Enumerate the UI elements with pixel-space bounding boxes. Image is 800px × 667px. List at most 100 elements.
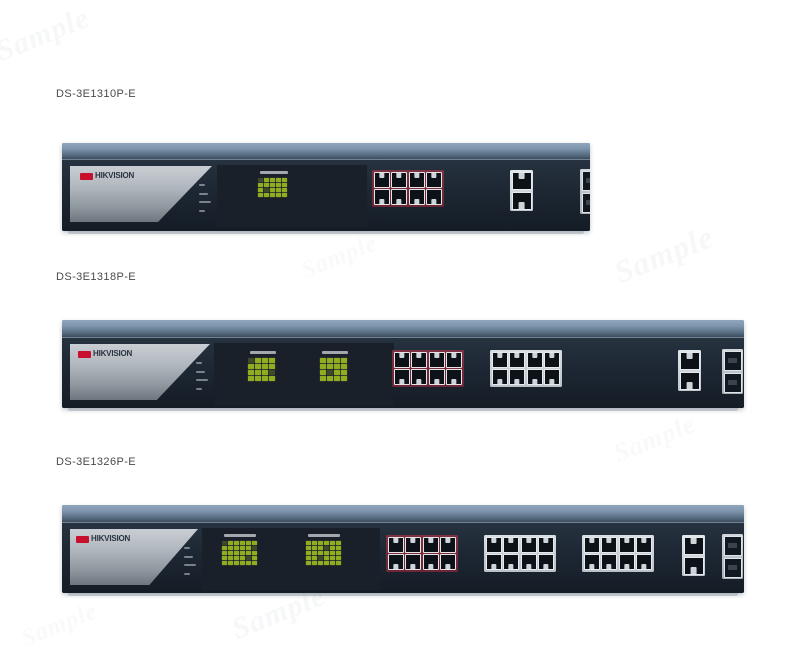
rj45-port[interactable] xyxy=(503,554,519,570)
rj45-port[interactable] xyxy=(411,369,427,385)
uplink-port-group[interactable] xyxy=(510,170,533,211)
led-indicator xyxy=(336,541,341,545)
rj45-port[interactable] xyxy=(538,554,554,570)
rj45-port[interactable] xyxy=(405,554,421,570)
rj45-port[interactable] xyxy=(426,189,442,205)
port-row-lower xyxy=(583,554,652,570)
poe-port-group-1[interactable] xyxy=(392,350,464,387)
sfp-slot[interactable] xyxy=(723,372,742,393)
led-indicator xyxy=(336,561,341,565)
led-indicator xyxy=(240,546,245,550)
rj45-port[interactable] xyxy=(428,369,445,385)
rj45-port-group-3[interactable] xyxy=(582,535,654,572)
rj45-port[interactable] xyxy=(391,189,407,205)
poe-port-group-1[interactable] xyxy=(386,535,458,572)
rj45-port[interactable] xyxy=(618,536,635,553)
rj45-port[interactable] xyxy=(491,369,508,385)
led-indicator xyxy=(240,561,245,565)
rj45-port[interactable] xyxy=(636,536,652,553)
rj45-port[interactable] xyxy=(503,536,519,553)
led-indicator xyxy=(262,358,268,363)
sfp-slot[interactable] xyxy=(581,192,590,213)
rj45-port[interactable] xyxy=(544,351,560,368)
watermark: Sample xyxy=(608,217,719,291)
uplink-port[interactable] xyxy=(683,536,704,555)
chassis-base-shadow xyxy=(68,231,584,234)
led-indicator xyxy=(312,561,317,565)
led-indicator xyxy=(330,546,335,550)
rj45-port[interactable] xyxy=(520,536,537,553)
product-image-switch-3: HIKVISION xyxy=(62,505,744,596)
uplink-port-group[interactable] xyxy=(678,350,701,391)
rj45-port[interactable] xyxy=(538,536,554,553)
led-indicator xyxy=(334,364,340,369)
rj45-port[interactable] xyxy=(601,536,617,553)
rj45-port[interactable] xyxy=(422,536,439,553)
uplink-port[interactable] xyxy=(679,371,700,390)
led-indicator xyxy=(282,183,287,187)
rj45-port[interactable] xyxy=(387,536,404,553)
led-legend-line xyxy=(199,184,205,187)
rj45-port[interactable] xyxy=(446,369,462,385)
rj45-port[interactable] xyxy=(618,554,635,570)
poe-port-group-1[interactable] xyxy=(372,170,444,207)
rj45-port[interactable] xyxy=(509,351,525,368)
rj45-port[interactable] xyxy=(408,171,425,188)
led-indicator xyxy=(312,541,317,545)
rj45-port[interactable] xyxy=(373,171,390,188)
led-group-1 xyxy=(222,541,257,565)
brand-wordmark: HIKVISION xyxy=(93,349,133,358)
sfp-slot-group[interactable] xyxy=(580,169,590,214)
led-indicator xyxy=(318,556,323,560)
sfp-slot[interactable] xyxy=(723,557,742,578)
led-legend-line xyxy=(184,564,196,567)
rj45-port[interactable] xyxy=(583,554,600,570)
led-indicator xyxy=(334,370,340,375)
led-indicator xyxy=(312,556,317,560)
uplink-port[interactable] xyxy=(683,556,704,575)
led-indicator xyxy=(234,546,239,550)
rj45-port[interactable] xyxy=(428,351,445,368)
rj45-port[interactable] xyxy=(408,189,425,205)
rj45-port[interactable] xyxy=(446,351,462,368)
rj45-port[interactable] xyxy=(391,171,407,188)
rj45-port-group-2[interactable] xyxy=(484,535,556,572)
rj45-port[interactable] xyxy=(440,536,456,553)
switch-faceplate: HIKVISION xyxy=(62,338,744,408)
uplink-port-group[interactable] xyxy=(682,535,705,576)
led-indicator xyxy=(282,188,287,192)
rj45-port[interactable] xyxy=(485,554,502,570)
rj45-port[interactable] xyxy=(426,171,442,188)
rj45-port[interactable] xyxy=(491,351,508,368)
rj45-port[interactable] xyxy=(485,536,502,553)
rj45-port[interactable] xyxy=(636,554,652,570)
rj45-port[interactable] xyxy=(411,351,427,368)
rj45-port[interactable] xyxy=(509,369,525,385)
sfp-slot[interactable] xyxy=(723,350,742,371)
sfp-slot[interactable] xyxy=(723,535,742,556)
rj45-port[interactable] xyxy=(405,536,421,553)
rj45-port[interactable] xyxy=(440,554,456,570)
led-indicator xyxy=(222,541,227,545)
rj45-port[interactable] xyxy=(393,369,410,385)
rj45-port[interactable] xyxy=(520,554,537,570)
rj45-port[interactable] xyxy=(583,536,600,553)
led-indicator xyxy=(258,183,263,187)
rj45-port[interactable] xyxy=(526,351,543,368)
rj45-port[interactable] xyxy=(526,369,543,385)
uplink-port[interactable] xyxy=(679,351,700,370)
sfp-slot-group[interactable] xyxy=(722,534,743,579)
uplink-port[interactable] xyxy=(511,191,532,210)
rj45-port[interactable] xyxy=(544,369,560,385)
sfp-slot[interactable] xyxy=(581,170,590,191)
rj45-port[interactable] xyxy=(373,189,390,205)
rj45-port[interactable] xyxy=(601,554,617,570)
led-indicator xyxy=(228,556,233,560)
uplink-port[interactable] xyxy=(511,171,532,190)
sfp-slot-group[interactable] xyxy=(722,349,743,394)
rj45-port-group-2[interactable] xyxy=(490,350,562,387)
led-indicator xyxy=(318,541,323,545)
rj45-port[interactable] xyxy=(393,351,410,368)
rj45-port[interactable] xyxy=(387,554,404,570)
rj45-port[interactable] xyxy=(422,554,439,570)
